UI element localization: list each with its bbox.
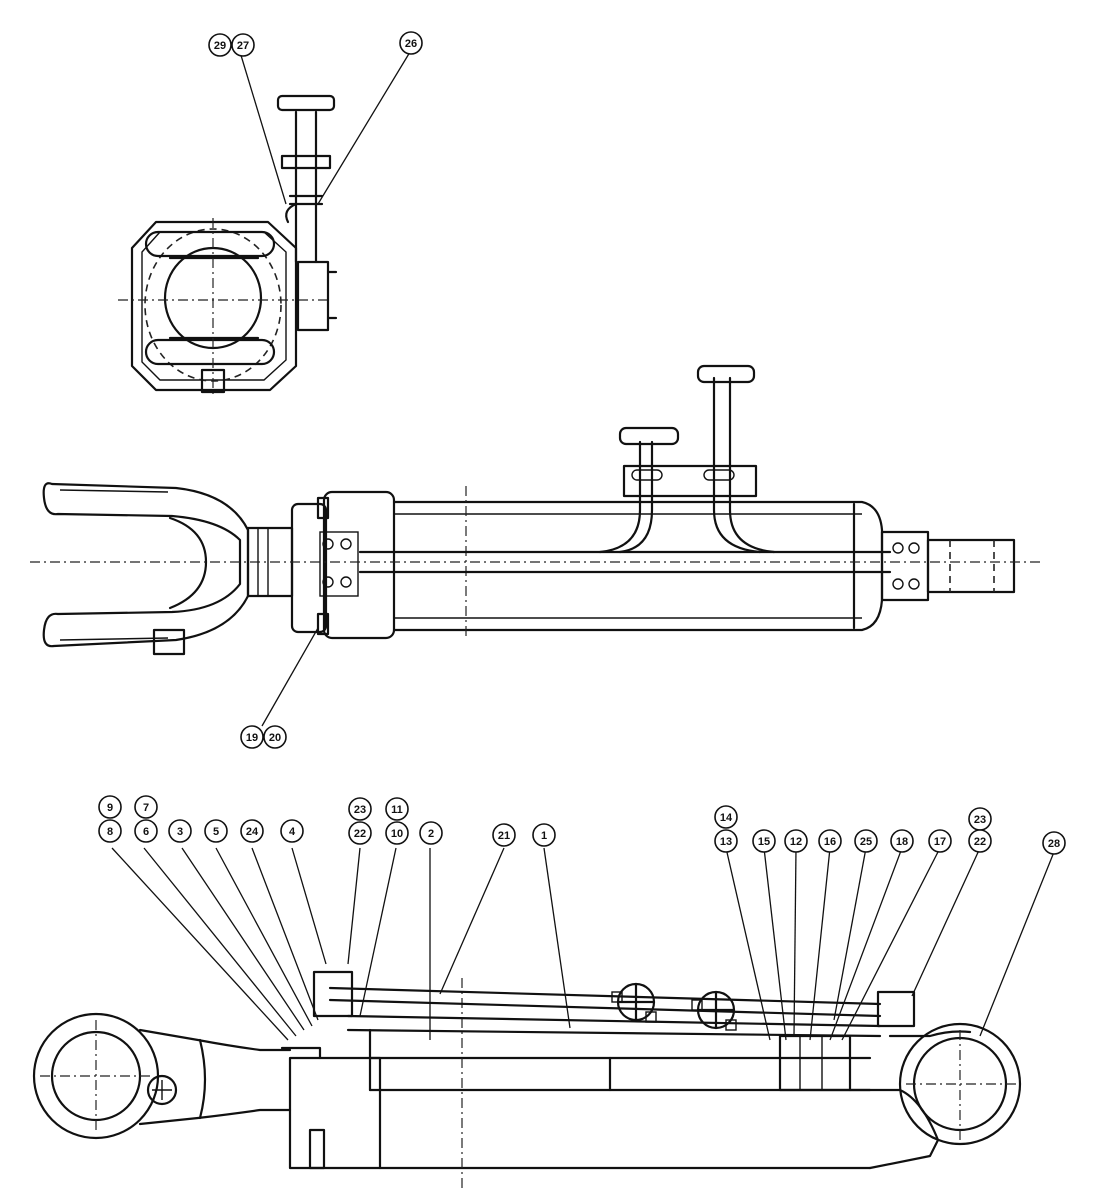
side-view-bracket <box>622 464 758 498</box>
section-piston <box>778 1034 852 1092</box>
balloon-20: 20 <box>263 725 287 749</box>
balloon-19: 19 <box>240 725 264 749</box>
svg-text:22: 22 <box>974 836 986 848</box>
balloon-3: 3 <box>168 819 192 843</box>
balloon-22-right: 22 <box>968 829 992 853</box>
svg-text:1: 1 <box>541 830 547 842</box>
side-view <box>30 364 1040 727</box>
balloon-4: 4 <box>280 819 304 843</box>
svg-text:8: 8 <box>107 826 113 838</box>
end-view-clamp <box>280 154 332 170</box>
side-view-rear-eye <box>926 538 1016 594</box>
side-view-rear-block <box>880 530 930 602</box>
end-view-pipe <box>294 110 318 264</box>
balloon-22-left: 22 <box>348 821 372 845</box>
balloon-10: 10 <box>385 821 409 845</box>
end-view-top-lug <box>144 230 276 258</box>
side-view-head-flange <box>290 502 328 634</box>
svg-text:17: 17 <box>934 836 946 848</box>
side-view-clevis-nut <box>152 628 186 656</box>
section-rear-eye <box>898 1022 1022 1146</box>
balloon-2: 2 <box>419 821 443 845</box>
svg-text:15: 15 <box>758 836 770 848</box>
balloon-26: 26 <box>399 31 423 55</box>
svg-text:23: 23 <box>974 814 986 826</box>
side-view-valve-1 <box>618 426 680 446</box>
section-barrel <box>368 1056 872 1170</box>
end-view <box>118 51 411 394</box>
svg-text:16: 16 <box>824 836 836 848</box>
balloon-23-right: 23 <box>968 807 992 831</box>
svg-text:4: 4 <box>289 826 296 838</box>
balloon-25: 25 <box>854 829 878 853</box>
side-view-pipe-1 <box>598 440 654 554</box>
svg-text:27: 27 <box>237 40 249 52</box>
section-valve-2 <box>691 990 737 1031</box>
svg-text:29: 29 <box>214 40 226 52</box>
side-view-head <box>322 490 396 640</box>
end-view-side-block <box>296 260 330 332</box>
svg-text:18: 18 <box>896 836 908 848</box>
balloon-23-left: 23 <box>348 797 372 821</box>
balloon-18: 18 <box>890 829 914 853</box>
end-view-trunnion-flats <box>168 256 260 340</box>
svg-text:2: 2 <box>428 828 434 840</box>
svg-text:7: 7 <box>143 802 149 814</box>
balloon-27: 27 <box>231 33 255 57</box>
balloon-1: 1 <box>532 823 556 847</box>
balloon-9: 9 <box>98 795 122 819</box>
svg-text:14: 14 <box>720 812 733 824</box>
side-view-clevis <box>42 482 250 648</box>
section-view <box>32 847 1055 1188</box>
svg-text:21: 21 <box>498 830 510 842</box>
svg-text:12: 12 <box>790 836 802 848</box>
svg-text:10: 10 <box>391 828 403 840</box>
svg-text:28: 28 <box>1048 838 1060 850</box>
balloon-7: 7 <box>134 795 158 819</box>
end-view-bottom-nut <box>200 368 226 394</box>
section-valve-1 <box>611 982 657 1023</box>
svg-text:25: 25 <box>860 836 872 848</box>
balloon-24: 24 <box>240 819 264 843</box>
balloon-29: 29 <box>208 33 232 57</box>
svg-text:5: 5 <box>213 826 219 838</box>
side-view-pipe-2 <box>712 376 776 554</box>
end-view-housing <box>130 220 298 392</box>
side-view-bolt-block <box>319 531 359 597</box>
end-view-bottom-lug <box>144 338 276 366</box>
balloon-12: 12 <box>784 829 808 853</box>
svg-text:26: 26 <box>405 38 417 50</box>
svg-text:13: 13 <box>720 836 732 848</box>
balloon-14: 14 <box>714 805 738 829</box>
svg-text:20: 20 <box>269 732 281 744</box>
side-view-valve-2 <box>696 364 756 384</box>
end-view-centerlines <box>118 218 330 394</box>
balloon-15: 15 <box>752 829 776 853</box>
svg-text:19: 19 <box>246 732 258 744</box>
svg-text:24: 24 <box>246 826 259 838</box>
end-view-valve-handle <box>276 94 336 112</box>
svg-text:9: 9 <box>107 802 113 814</box>
balloon-16: 16 <box>818 829 842 853</box>
svg-text:6: 6 <box>143 826 149 838</box>
callout-balloons: 29 27 26 19 20 9 7 8 6 3 5 24 4 23 11 22… <box>98 31 1066 855</box>
balloon-6: 6 <box>134 819 158 843</box>
balloon-17: 17 <box>928 829 952 853</box>
balloon-5: 5 <box>204 819 228 843</box>
end-view-housing-inner <box>141 231 287 381</box>
svg-text:11: 11 <box>391 804 403 816</box>
svg-text:3: 3 <box>177 826 183 838</box>
svg-text:22: 22 <box>354 828 366 840</box>
balloon-11: 11 <box>385 797 409 821</box>
section-top-pipe <box>328 986 882 1018</box>
balloon-8: 8 <box>98 819 122 843</box>
balloon-21: 21 <box>492 823 516 847</box>
svg-text:23: 23 <box>354 804 366 816</box>
balloon-28: 28 <box>1042 831 1066 855</box>
section-grease-fitting <box>146 1074 178 1106</box>
balloon-13: 13 <box>714 829 738 853</box>
section-gland <box>288 1056 382 1170</box>
